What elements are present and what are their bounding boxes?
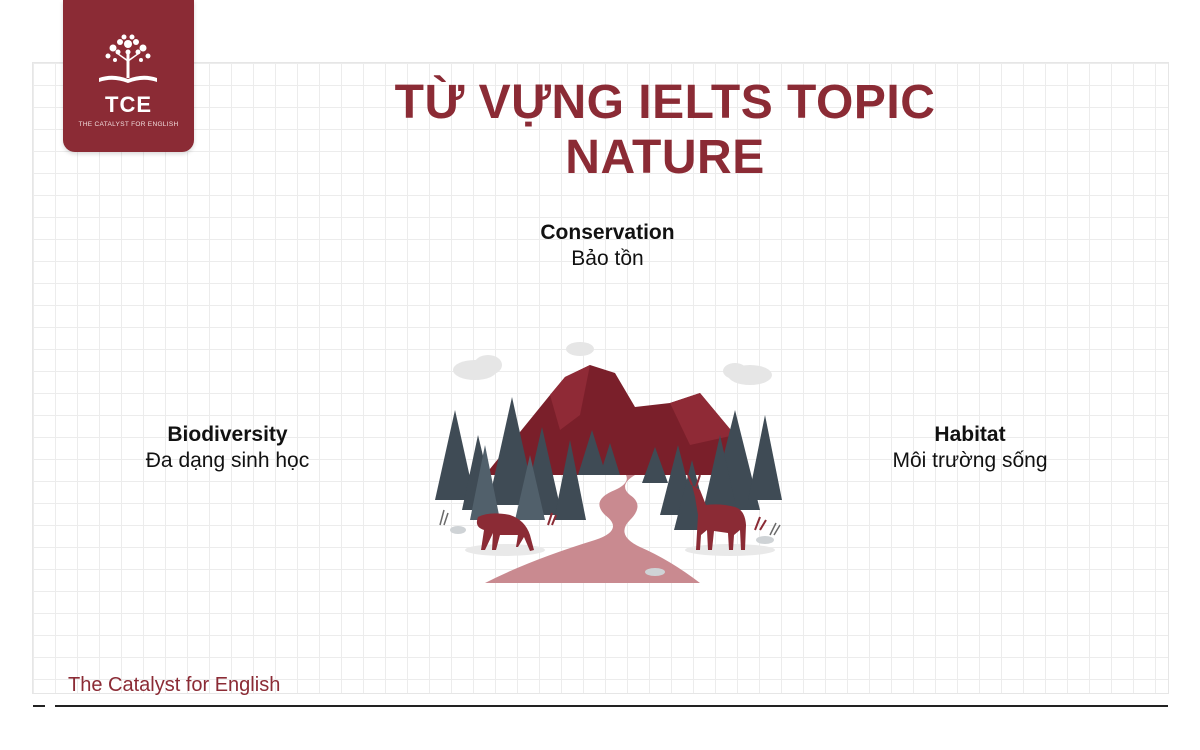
path-icon [485, 475, 700, 583]
term-english: Conservation [540, 221, 675, 244]
logo-subtitle: THE CATALYST FOR ENGLISH [78, 121, 179, 128]
term-english: Biodiversity [167, 423, 288, 446]
logo-text: TCE [105, 92, 152, 117]
term-habitat: Habitat Môi trường sống [860, 423, 1080, 473]
term-vietnamese: Môi trường sống [892, 449, 1048, 472]
mountain-icon [485, 365, 750, 475]
nature-scene-icon [435, 342, 782, 583]
deer-icon [476, 513, 534, 551]
footer-brand: The Catalyst for English [68, 674, 281, 696]
logo[interactable]: TCE THE CATALYST FOR ENGLISH [63, 0, 194, 152]
term-vietnamese: Bảo tồn [571, 247, 644, 270]
term-biodiversity: Biodiversity Đa dạng sinh học [105, 423, 350, 473]
footer-divider [55, 705, 1168, 707]
deer-icon [687, 474, 746, 550]
term-english: Habitat [934, 423, 1006, 446]
term-conservation: Conservation Bảo tồn [500, 221, 715, 271]
tree-book-icon [99, 34, 157, 83]
footer-divider [33, 705, 45, 707]
page-title: TỪ VỰNG IELTS TOPIC NATURE [394, 76, 936, 184]
term-vietnamese: Đa dạng sinh học [145, 449, 310, 472]
cloud-icon [453, 342, 772, 385]
